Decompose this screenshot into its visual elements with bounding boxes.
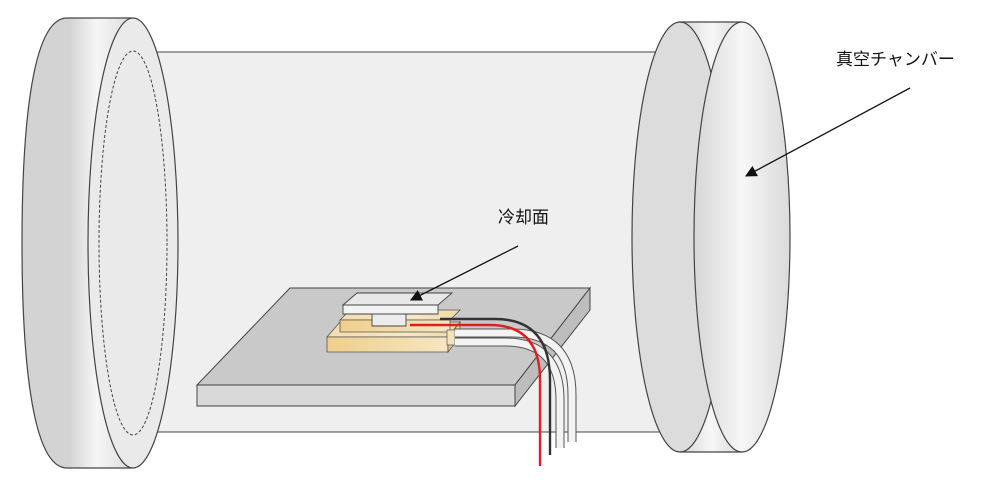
left-end-cap [21,17,179,469]
wires [410,317,577,466]
right-end-cap [631,21,791,453]
cooling-module [326,292,461,354]
inner-rim-dashed [98,50,168,436]
red-wire [410,323,542,466]
cooling-surface-plate [341,292,454,327]
cooling-surface-label: 冷却面 [498,208,549,228]
dark-wire [440,317,552,455]
chamber-arrow [744,87,911,177]
chamber-label: 真空チャンバー [836,50,955,70]
cooling-surface-arrow [409,245,519,301]
